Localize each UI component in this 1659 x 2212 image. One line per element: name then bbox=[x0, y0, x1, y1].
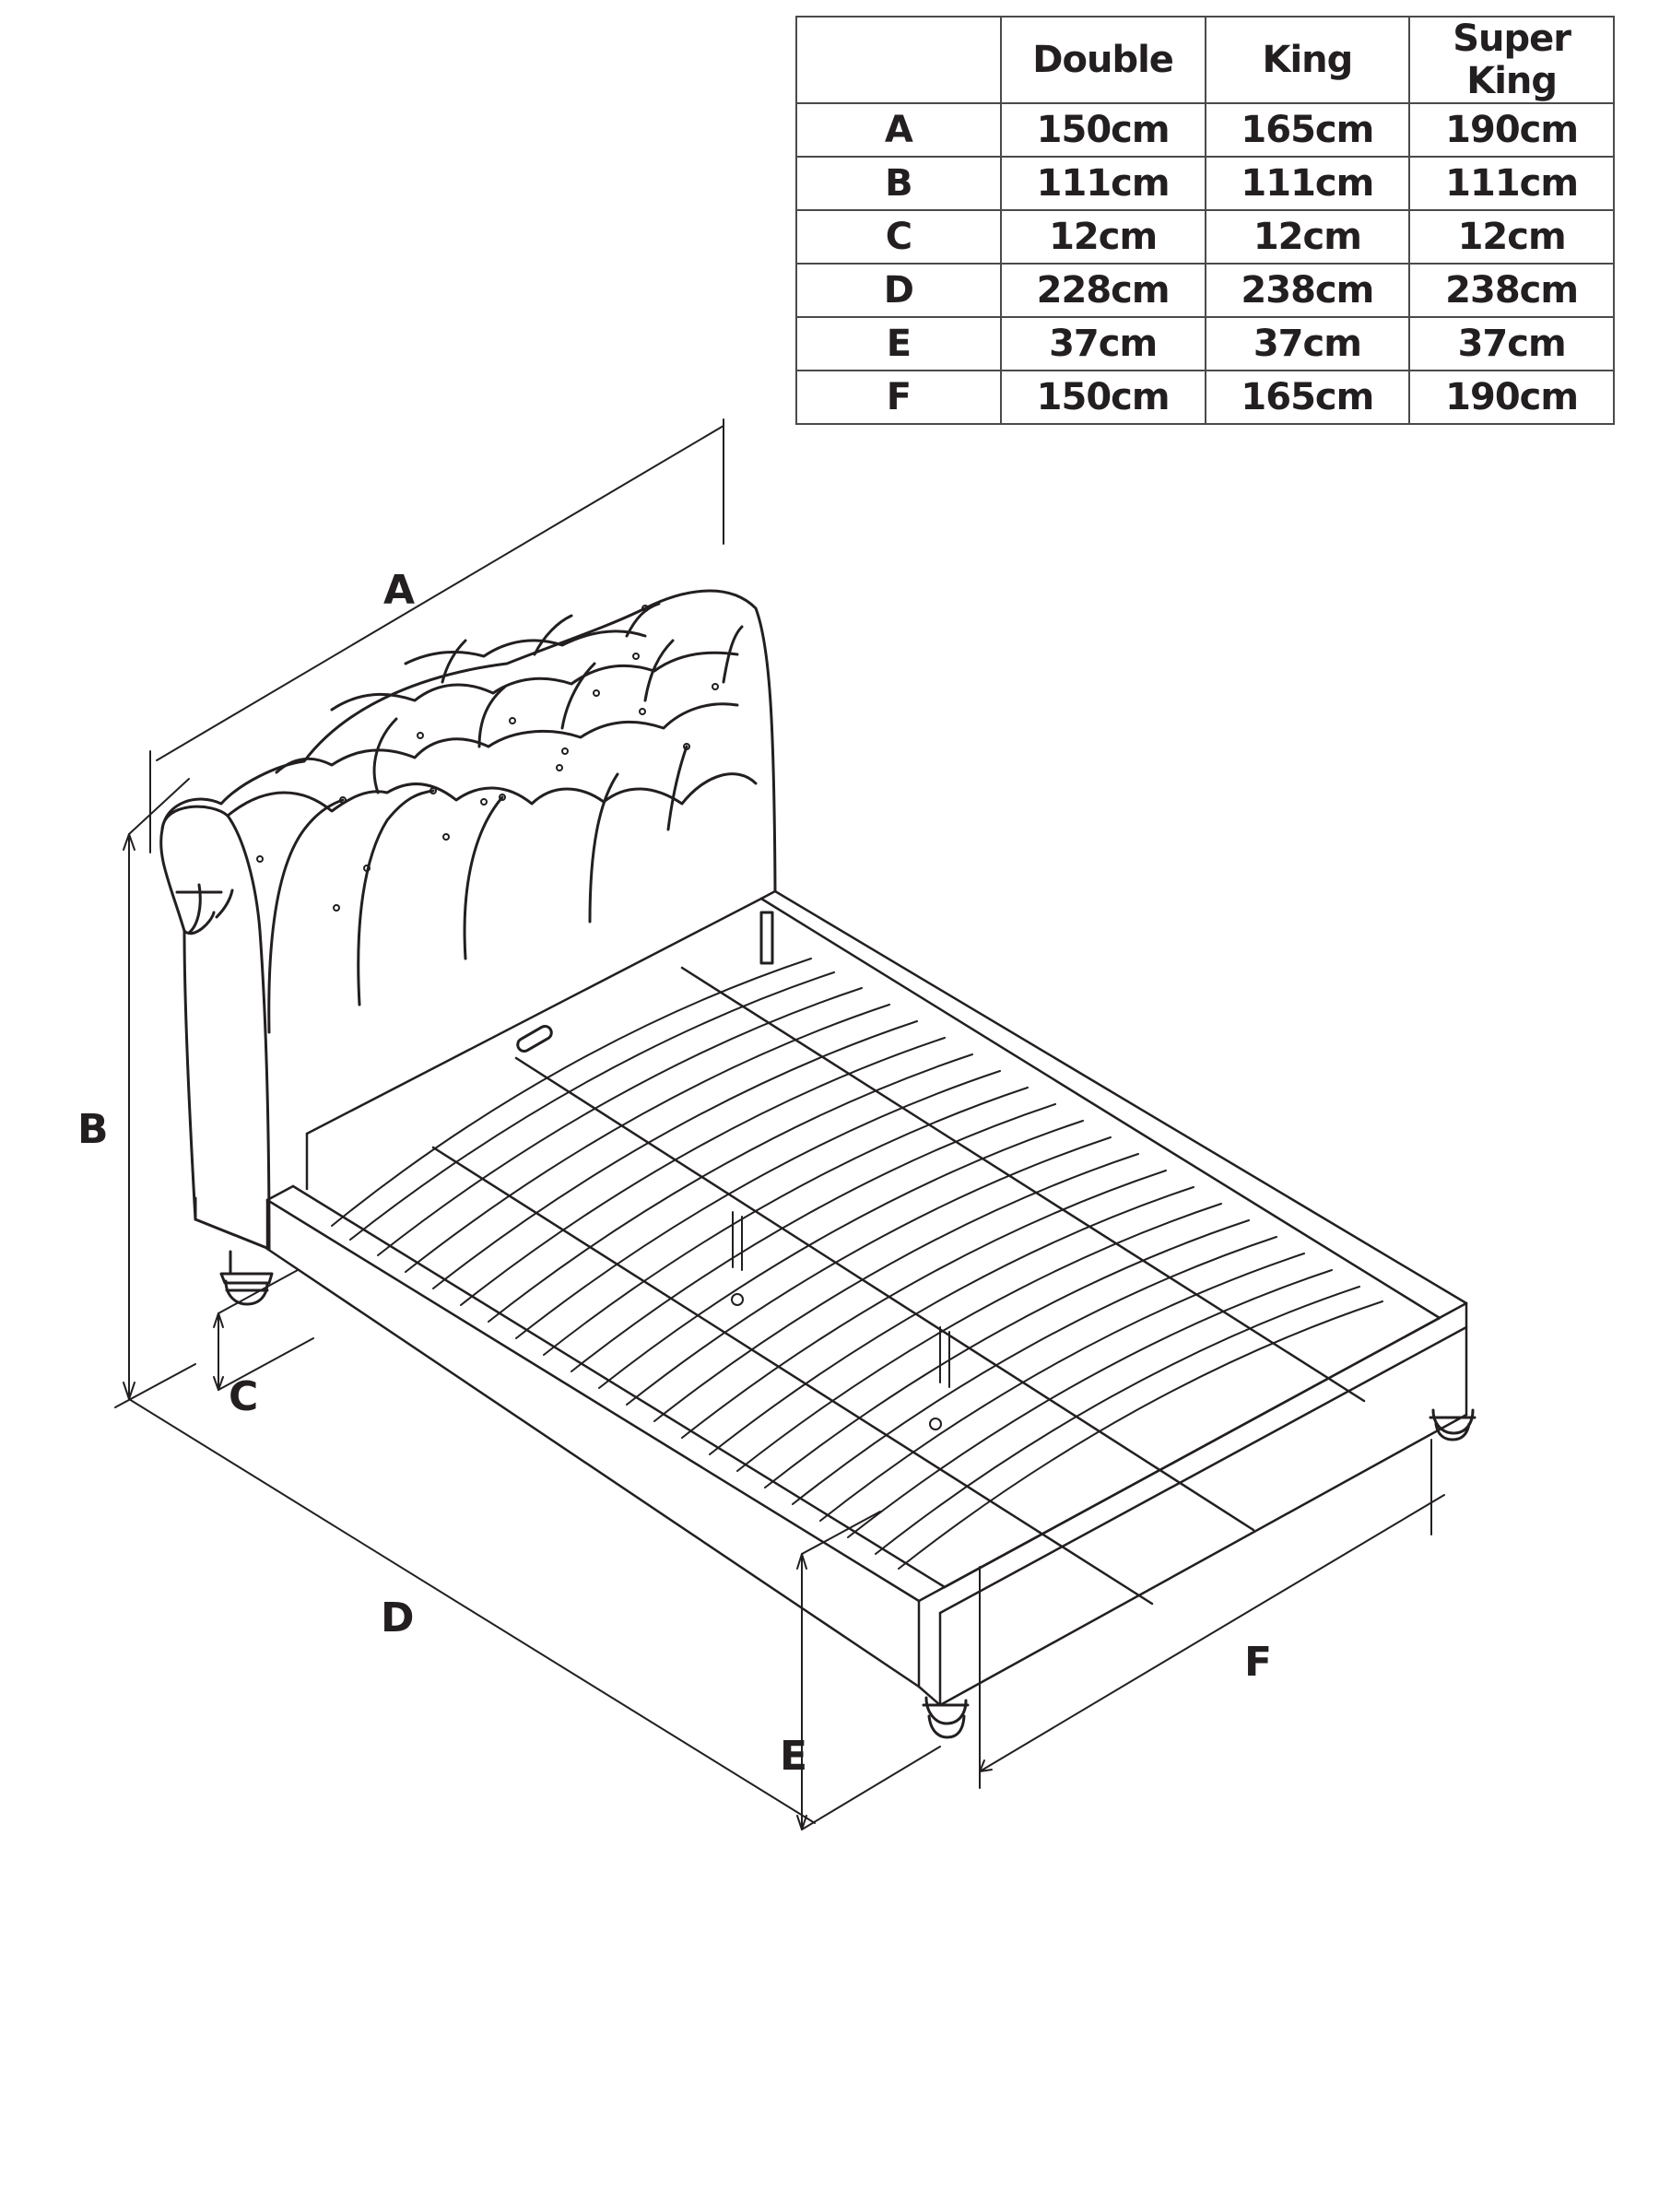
cell-double: 12cm bbox=[999, 209, 1206, 265]
cell-super-king: 190cm bbox=[1408, 102, 1615, 158]
label-d: D bbox=[381, 1594, 415, 1641]
table-header-double: Double bbox=[999, 16, 1206, 104]
label-a: A bbox=[383, 567, 415, 614]
row-label: E bbox=[795, 316, 1002, 371]
table-row: D 228cm 238cm 238cm bbox=[795, 263, 1615, 318]
dimension-e: E bbox=[780, 1511, 941, 1830]
cell-king: 165cm bbox=[1204, 102, 1411, 158]
footboard bbox=[917, 1301, 1468, 1707]
side-rail-left bbox=[265, 897, 947, 1688]
sprung-slats bbox=[331, 911, 1383, 1606]
cell-super-king: 37cm bbox=[1408, 316, 1615, 371]
cell-double: 150cm bbox=[999, 370, 1206, 425]
cell-king: 238cm bbox=[1204, 263, 1411, 318]
label-e: E bbox=[780, 1733, 807, 1780]
cell-double: 37cm bbox=[999, 316, 1206, 371]
table-row: C 12cm 12cm 12cm bbox=[795, 209, 1615, 265]
cell-king: 111cm bbox=[1204, 156, 1411, 211]
label-f: F bbox=[1244, 1639, 1272, 1686]
dimension-c: C bbox=[213, 1269, 314, 1420]
table-row: F 150cm 165cm 190cm bbox=[795, 370, 1615, 425]
cell-super-king: 12cm bbox=[1408, 209, 1615, 265]
row-label: B bbox=[795, 156, 1002, 211]
table-row: A 150cm 165cm 190cm bbox=[795, 102, 1615, 158]
row-label: A bbox=[795, 102, 1002, 158]
row-label: C bbox=[795, 209, 1002, 265]
table-row: E 37cm 37cm 37cm bbox=[795, 316, 1615, 371]
leg-back-left bbox=[219, 1250, 274, 1306]
cell-king: 37cm bbox=[1204, 316, 1411, 371]
headboard bbox=[159, 589, 777, 1251]
cell-super-king: 190cm bbox=[1408, 370, 1615, 425]
cell-double: 228cm bbox=[999, 263, 1206, 318]
dimensions-table: Double King Super King A 150cm 165cm 190… bbox=[795, 16, 1615, 425]
cell-king: 165cm bbox=[1204, 370, 1411, 425]
cell-super-king: 238cm bbox=[1408, 263, 1615, 318]
side-rail-right bbox=[759, 889, 1468, 1417]
table-header-empty bbox=[795, 16, 1002, 104]
row-label: D bbox=[795, 263, 1002, 318]
table-header-row: Double King Super King bbox=[795, 16, 1615, 104]
cell-double: 111cm bbox=[999, 156, 1206, 211]
dimension-f: F bbox=[979, 1439, 1445, 1789]
table-header-king: King bbox=[1204, 16, 1411, 104]
row-label: F bbox=[795, 370, 1002, 425]
label-b: B bbox=[77, 1106, 109, 1153]
leg-foot-right bbox=[1429, 1408, 1477, 1441]
dimension-d: D bbox=[114, 1363, 816, 1824]
cell-double: 150cm bbox=[999, 102, 1206, 158]
dimension-b: B bbox=[77, 833, 135, 1400]
leg-foot-left bbox=[922, 1696, 970, 1739]
table-header-super-king: Super King bbox=[1408, 16, 1615, 104]
dimension-a: A bbox=[128, 418, 724, 853]
cell-super-king: 111cm bbox=[1408, 156, 1615, 211]
label-c: C bbox=[229, 1373, 258, 1420]
cell-king: 12cm bbox=[1204, 209, 1411, 265]
table-row: B 111cm 111cm 111cm bbox=[795, 156, 1615, 211]
